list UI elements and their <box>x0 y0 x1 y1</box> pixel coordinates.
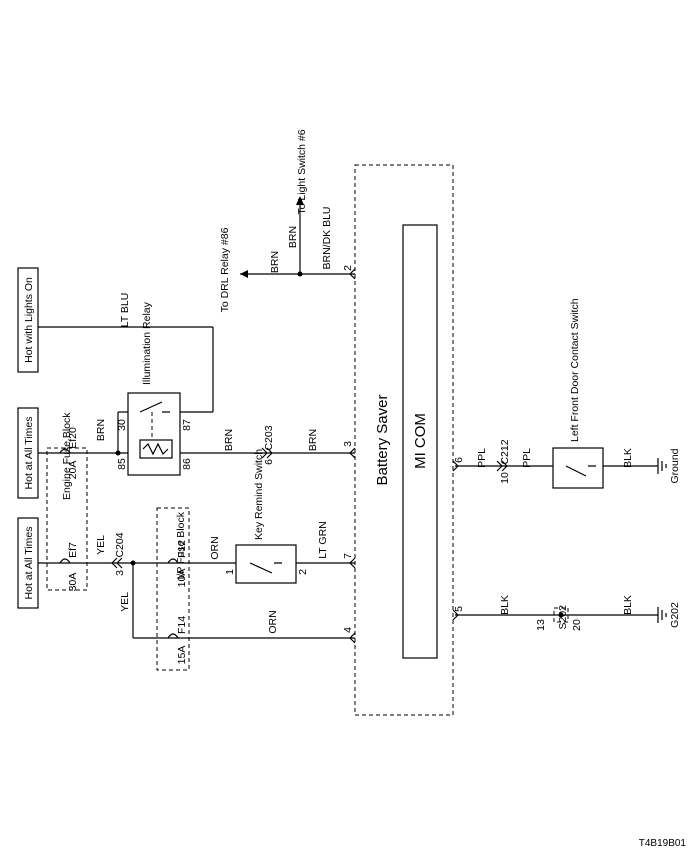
hot-lights-on-box <box>17 267 39 373</box>
figure-code: T4B19B01 <box>639 838 687 849</box>
illumination-relay <box>127 392 181 476</box>
splice-s202-pin-20: 20 <box>571 619 583 631</box>
mi-com-box <box>402 224 438 659</box>
fuse-ef7 <box>59 558 71 564</box>
ground-label: Ground <box>669 448 681 483</box>
fuse-ef20-amp: 20A <box>67 461 79 480</box>
module-pin-4: 4 <box>342 627 354 633</box>
key-remind-switch-label: Key Remind Switch <box>253 449 265 540</box>
battery-saver-label: Battery Saver <box>374 395 391 486</box>
splice-s202 <box>553 607 569 623</box>
module-pin-3: 3 <box>342 441 354 447</box>
relay-pin-86: 86 <box>181 458 193 470</box>
wire-label-ppl-2: PPL <box>521 448 533 468</box>
fuse-ef7-name: Ef7 <box>67 542 79 558</box>
key-remind-switch <box>235 544 297 584</box>
key-switch-pin-2: 2 <box>297 569 309 575</box>
wire-label-orn-1: ORN <box>209 536 221 559</box>
wire-label-lt-grn: LT GRN <box>317 521 329 559</box>
connector-c212-symbol <box>496 460 508 472</box>
fuse-f12-name: F12 <box>176 540 188 558</box>
fuse-f12-amp: 10A <box>176 569 188 588</box>
module-pin-2: 2 <box>342 265 354 271</box>
door-switch-label: Left Front Door Contact Switch <box>569 298 581 442</box>
arrow-to-drl <box>240 270 248 278</box>
splice-s202-label: S202 <box>557 605 569 630</box>
wire-label-brn-up: BRN <box>287 226 299 248</box>
fuse-f14 <box>167 633 179 639</box>
g202-symbol <box>657 607 667 623</box>
wire-label-blk-3: BLK <box>622 595 634 615</box>
fuse-ef7-amp: 30A <box>67 573 79 592</box>
wire-label-blk-1: BLK <box>622 448 634 468</box>
hot-lights-on-label: Hot with Lights On <box>23 277 35 363</box>
wire-label-brn-dk-blu: BRN/DK BLU <box>321 206 333 269</box>
relay-pin-85: 85 <box>116 458 128 470</box>
relay-pin-87: 87 <box>181 419 193 431</box>
connector-c204: C204 <box>114 532 126 557</box>
ground-symbol <box>657 458 667 474</box>
illumination-relay-label: Illumination Relay <box>141 301 153 385</box>
wire-label-brn-c203: BRN <box>307 429 319 451</box>
engine-fuse-block-label: Engine Fuse Block <box>61 412 73 500</box>
connector-c212-pin: 10 <box>499 472 511 484</box>
module-pin-6: 6 <box>453 457 465 463</box>
wire-label-brn-drl: BRN <box>269 251 281 273</box>
wire-label-blk-2: BLK <box>499 595 511 615</box>
wire-label-yel-2: YEL <box>119 592 131 612</box>
wire-label-brn-relay: BRN <box>95 419 107 441</box>
fuse-ef20-name: Ef20 <box>67 427 79 449</box>
module-pin-7: 7 <box>342 553 354 559</box>
wire-label-orn-2: ORN <box>267 610 279 633</box>
mi-com-label: MI COM <box>412 413 429 469</box>
relay-coil <box>139 439 173 459</box>
fuse-f14-amp: 15A <box>176 646 188 665</box>
door-contact-switch <box>552 447 604 489</box>
relay-pin-30: 30 <box>116 419 128 431</box>
wire-label-ppl-1: PPL <box>476 448 488 468</box>
connector-c212: C212 <box>499 439 511 464</box>
relay-contact <box>139 401 170 413</box>
arrow-to-light-switch <box>296 196 304 205</box>
wire-label-lt-blu: LT BLU <box>119 293 131 328</box>
connector-c203-symbol <box>261 447 273 459</box>
key-switch-pin-1: 1 <box>224 569 236 575</box>
hot-all-times-label-1: Hot at All Times <box>23 527 35 600</box>
fuse-ef20 <box>59 448 71 454</box>
connector-c203: C203 <box>263 425 275 450</box>
wire-label-yel-1: YEL <box>95 535 107 555</box>
dest-light-switch: To Light Switch #6 <box>296 129 308 214</box>
g202-label: G202 <box>669 602 681 628</box>
battery-saver-module <box>354 164 454 716</box>
connector-c203-pin: 6 <box>263 459 275 465</box>
connector-c204-pin: 3 <box>114 570 126 576</box>
fuse-f14-name: F14 <box>176 616 188 634</box>
module-pin-5: 5 <box>453 606 465 612</box>
hot-all-times-label-2: Hot at All Times <box>23 417 35 490</box>
dest-drl-relay: To DRL Relay #86 <box>219 227 231 312</box>
fuse-f12 <box>167 558 179 564</box>
ip-fuse-block <box>156 507 190 671</box>
wire-label-brn-86: BRN <box>223 429 235 451</box>
splice-s202-pin-13: 13 <box>535 619 547 631</box>
